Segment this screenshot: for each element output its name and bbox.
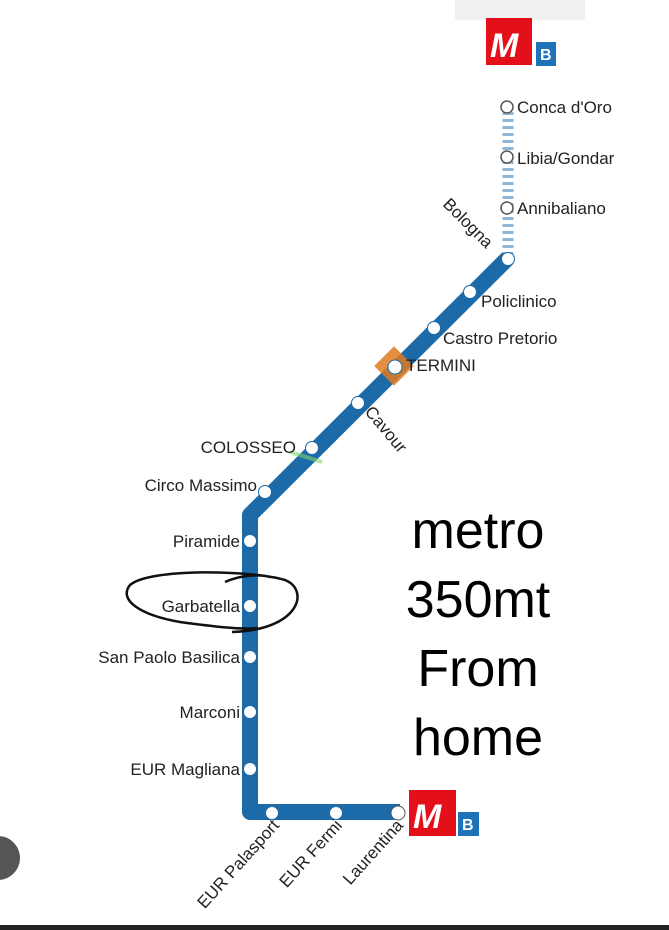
svg-text:M: M — [490, 27, 519, 65]
station-label-policlinico: Policlinico — [481, 292, 557, 311]
note-line-2: 350mt — [406, 571, 551, 629]
station-marker-marconi[interactable] — [243, 705, 257, 719]
svg-text:B: B — [462, 817, 474, 834]
station-label-termini: TERMINI — [406, 356, 476, 375]
note-line-3: From — [417, 640, 538, 698]
station-label-laurentina: Laurentina — [339, 816, 407, 889]
note-line-1: metro — [412, 502, 545, 560]
station-marker-libia[interactable] — [500, 150, 514, 164]
station-label-eur-fermi: EUR Fermi — [276, 816, 346, 891]
station-marker-san-paolo[interactable] — [243, 650, 257, 664]
station-marker-policlinico[interactable] — [463, 285, 477, 299]
hand-drawn-circle-garbatella — [125, 571, 299, 634]
station-marker-colosseo[interactable] — [305, 441, 319, 455]
bottom-bar — [0, 925, 669, 930]
station-label-eur-palasport: EUR Palasport — [194, 816, 284, 912]
station-label-bologna: Bologna — [439, 194, 497, 252]
station-label-annibaliano: Annibaliano — [517, 199, 606, 218]
station-marker-annibaliano[interactable] — [500, 201, 514, 215]
station-marker-laurentina[interactable] — [390, 805, 406, 821]
note-line-4: home — [413, 709, 543, 767]
metro-b-logo-bottom: M B — [409, 790, 479, 836]
station-label-conca-doro: Conca d'Oro — [517, 98, 612, 117]
station-marker-castro-pretorio[interactable] — [427, 321, 441, 335]
station-label-libia: Libia/Gondar — [517, 149, 615, 168]
interchange-colosseo-icon — [289, 450, 323, 464]
station-label-circo-massimo: Circo Massimo — [145, 476, 257, 495]
svg-text:M: M — [413, 798, 442, 836]
station-label-san-paolo: San Paolo Basilica — [98, 648, 240, 667]
station-marker-cavour[interactable] — [351, 396, 365, 410]
station-marker-eur-palasport[interactable] — [265, 806, 279, 820]
station-marker-garbatella[interactable] — [243, 599, 257, 613]
station-marker-circo-massimo[interactable] — [258, 485, 272, 499]
station-marker-eur-fermi[interactable] — [329, 806, 343, 820]
station-label-marconi: Marconi — [180, 703, 240, 722]
station-marker-eur-magliana[interactable] — [243, 762, 257, 776]
station-marker-termini[interactable] — [387, 359, 403, 375]
background-pattern — [455, 0, 585, 20]
metro-b-logo-top: M B — [486, 18, 556, 66]
overlay-round-button[interactable] — [0, 836, 20, 880]
svg-text:B: B — [540, 47, 552, 64]
station-label-piramide: Piramide — [173, 532, 240, 551]
station-label-cavour: Cavour — [361, 402, 411, 456]
station-marker-conca-doro[interactable] — [500, 100, 514, 114]
station-marker-piramide[interactable] — [243, 534, 257, 548]
station-label-garbatella: Garbatella — [162, 597, 241, 616]
station-label-colosseo: COLOSSEO — [201, 438, 296, 457]
station-label-eur-magliana: EUR Magliana — [130, 760, 240, 779]
station-marker-bologna[interactable] — [501, 252, 515, 266]
station-label-castro-pretorio: Castro Pretorio — [443, 329, 557, 348]
